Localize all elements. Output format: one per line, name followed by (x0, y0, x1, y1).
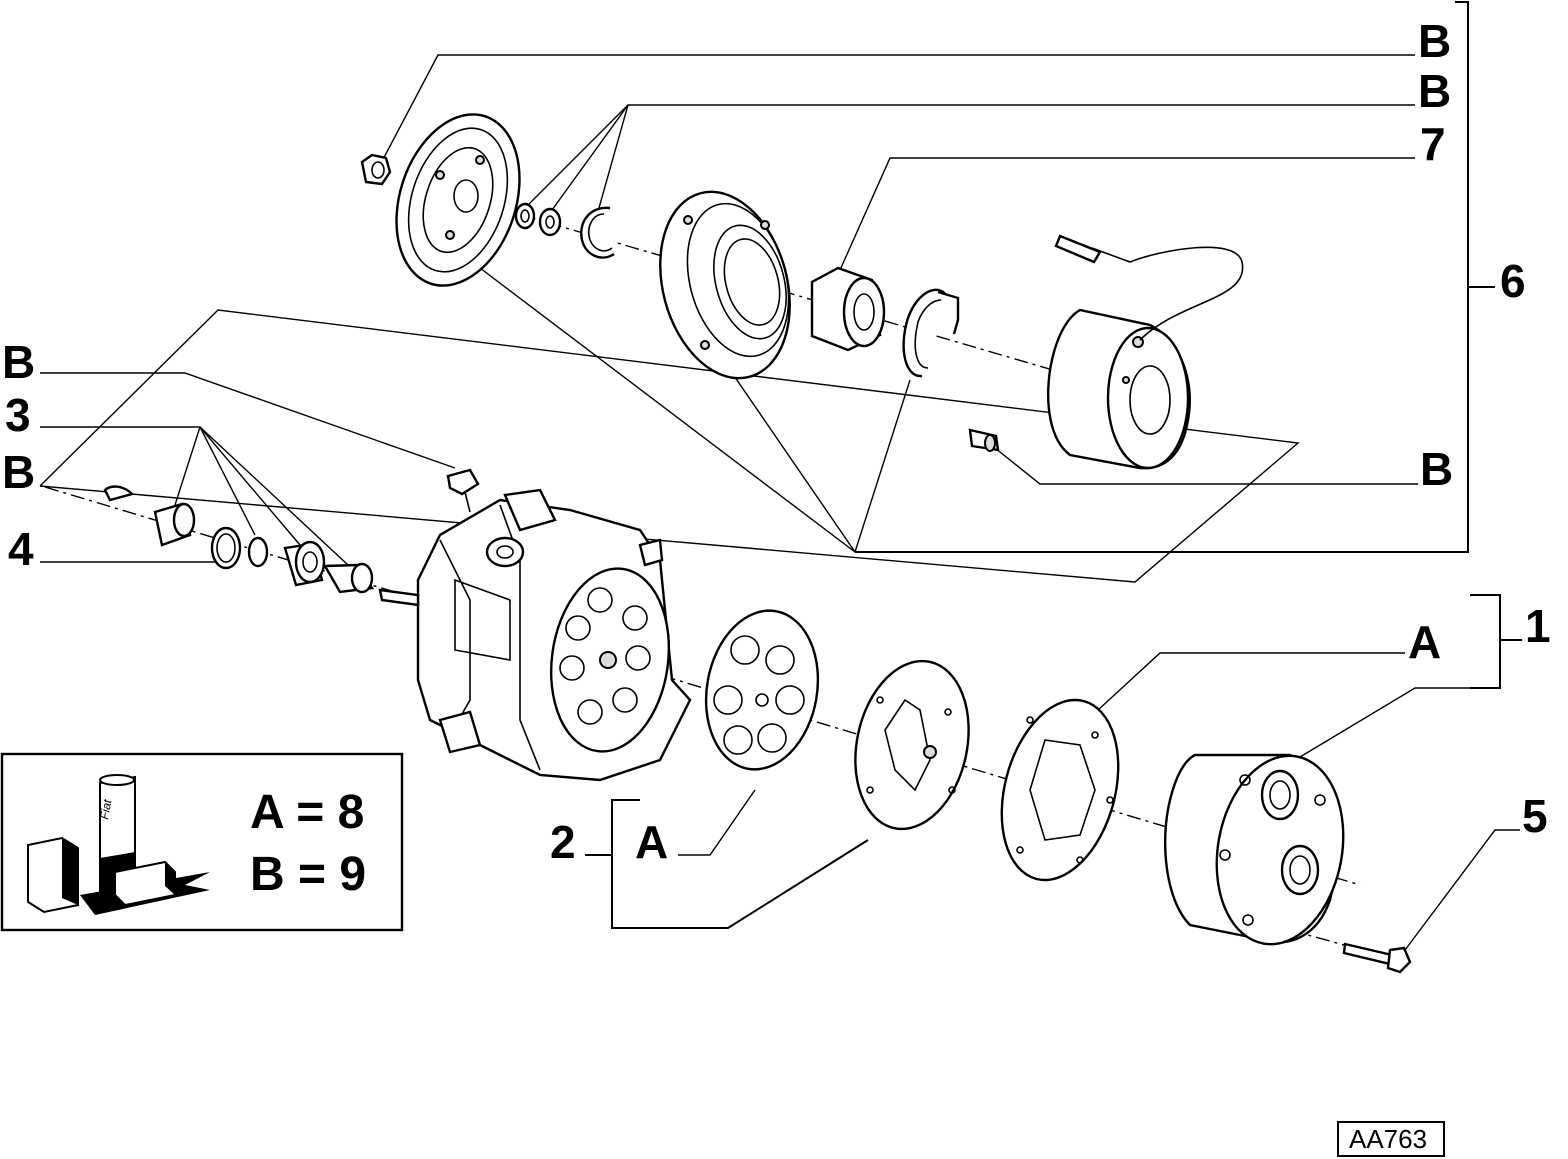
callout-labels: B B 7 6 B B 3 B 4 A 1 5 2 A (2, 15, 1551, 868)
legend-box: Fiat A = 8 B = 9 (0, 752, 404, 932)
field-coil (1047, 234, 1244, 470)
callout-5: 5 (1522, 790, 1548, 842)
reference-code-box: AA763 (1337, 1121, 1445, 1157)
group-6-bracket (855, 1, 1495, 553)
bolt (1342, 942, 1412, 974)
pulley (659, 190, 791, 380)
washers (514, 202, 562, 237)
nut (360, 153, 392, 186)
legend-line-a: A = 8 (250, 786, 364, 839)
callout-b-top-2: B (1418, 65, 1451, 117)
snap-ring (902, 288, 960, 378)
gasket-front (704, 609, 820, 771)
callout-7: 7 (1420, 118, 1446, 170)
clutch-plate (395, 113, 521, 287)
callout-a-bottom: A (635, 816, 668, 868)
callout-3: 3 (5, 389, 31, 441)
bearing (810, 266, 886, 352)
valve-fitting (446, 468, 480, 513)
callout-4: 4 (8, 523, 34, 575)
valve-plate (854, 659, 970, 831)
legend-line-b: B = 9 (250, 848, 366, 901)
callout-b-top-1: B (1418, 15, 1451, 67)
head-gasket (1000, 698, 1120, 882)
product-can-icon: Fiat (27, 774, 210, 915)
callout-b-right: B (1420, 443, 1453, 495)
coil-screw (968, 428, 1000, 452)
circlip (580, 206, 615, 259)
callout-1: 1 (1525, 600, 1551, 652)
callout-a-right: A (1408, 616, 1441, 668)
callout-b-left-2: B (2, 446, 35, 498)
compressor-body (378, 488, 692, 782)
callout-6: 6 (1500, 255, 1526, 307)
cylinder-head (1163, 753, 1345, 946)
can-label: Fiat (97, 798, 114, 821)
shaft-seal-parts (103, 485, 374, 594)
callout-b-left-1: B (2, 336, 35, 388)
callout-2: 2 (550, 816, 576, 868)
reference-code: AA763 (1349, 1124, 1427, 1154)
